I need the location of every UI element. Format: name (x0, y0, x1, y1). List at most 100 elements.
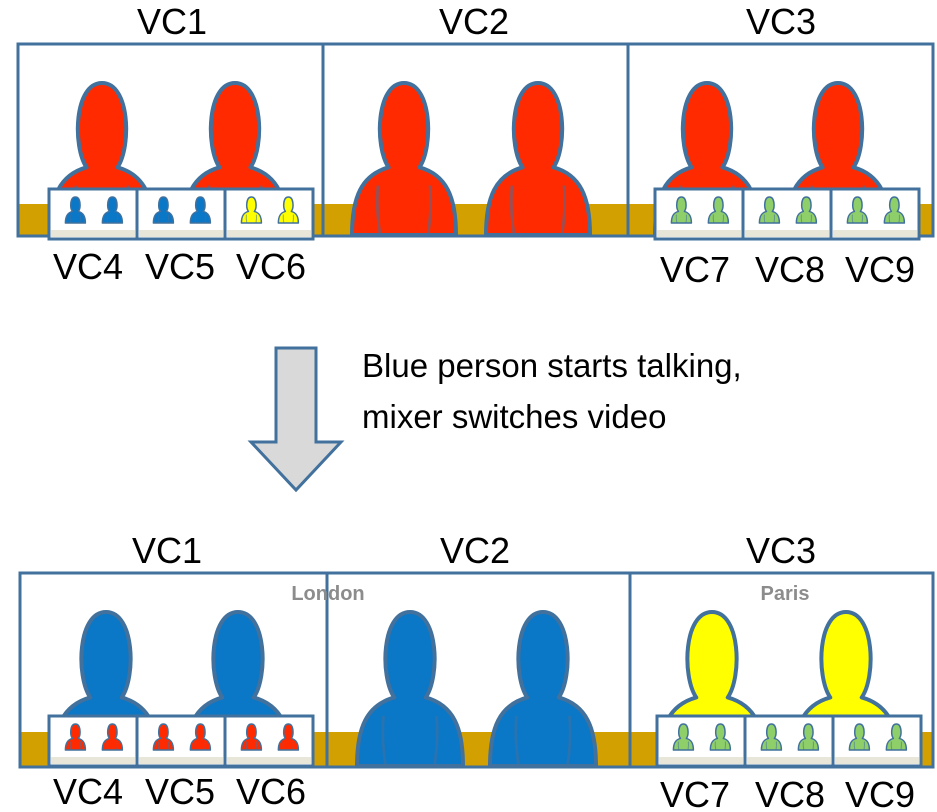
before-vc2-person-right (484, 81, 592, 237)
person-arm-line (282, 741, 285, 751)
after-vc2-person-right (488, 610, 598, 768)
after-state: VC1 VC2 VC3 London Paris VC4 VC5 VC6 (18, 530, 935, 812)
person-arm-line (565, 715, 572, 767)
person-arm-line (79, 741, 82, 751)
after-vc2-label: VC2 (440, 530, 510, 571)
after-vc5-label: VC5 (145, 771, 215, 812)
person-arm-line (675, 214, 678, 224)
person-arm-line (245, 214, 248, 224)
person-arm-line (898, 214, 901, 224)
person-arm-line (167, 741, 170, 751)
after-vc4-label: VC4 (53, 771, 123, 812)
person-arm-line (677, 741, 680, 751)
thumbnail-table (51, 757, 135, 764)
after-vc1-thumbnails (47, 714, 315, 768)
thumbnail-table (745, 230, 829, 237)
before-vc2-label: VC2 (439, 1, 509, 42)
thumbnail-table (227, 230, 311, 237)
before-vc9-label: VC9 (845, 249, 915, 290)
person-arm-line (194, 741, 197, 751)
person-arm-line (194, 214, 197, 224)
person-arm-line (69, 214, 72, 224)
person-arm-line (851, 214, 854, 224)
person-arm-line (812, 741, 815, 751)
person-arm-line (255, 741, 258, 751)
after-vc6-label: VC6 (236, 771, 306, 812)
person-arm-line (687, 741, 690, 751)
person-arm-line (106, 214, 109, 224)
person-arm-line (375, 185, 382, 236)
person-arm-line (888, 214, 891, 224)
before-vc7-label: VC7 (660, 249, 730, 290)
person-arm-line (79, 214, 82, 224)
person-arm-line (560, 185, 567, 236)
person-arm-line (292, 214, 295, 224)
before-vc1-label: VC1 (137, 1, 207, 42)
person-icon (484, 81, 592, 237)
person-arm-line (116, 214, 119, 224)
thumbnail-table (657, 230, 741, 237)
person-arm-line (69, 741, 72, 751)
person-icon (350, 81, 458, 237)
after-vc8-label: VC8 (755, 774, 825, 812)
after-vc9-label: VC9 (845, 774, 915, 812)
thumbnail-table (139, 757, 223, 764)
thumbnail-table (833, 230, 917, 237)
person-arm-line (381, 715, 388, 767)
before-screen-vc1 (16, 42, 325, 241)
before-vc1-thumbnails (47, 187, 315, 241)
before-vc5-label: VC5 (145, 246, 215, 287)
person-arm-line (204, 214, 207, 224)
person-arm-line (426, 185, 433, 236)
person-arm-line (255, 214, 258, 224)
before-state: VC1 VC2 VC3 VC4 VC5 VC6 VC7 VC8 VC9 (16, 1, 935, 290)
after-vc3-thumbnails (655, 714, 923, 768)
after-vc7-label: VC7 (660, 774, 730, 812)
caption-line-2: mixer switches video (362, 398, 666, 435)
person-arm-line (282, 214, 285, 224)
before-vc2-person-left (350, 81, 458, 237)
person-arm-line (765, 741, 768, 751)
person-arm-line (292, 741, 295, 751)
person-arm-line (157, 214, 160, 224)
after-screen-vc2 (325, 571, 632, 769)
after-london-label: London (291, 583, 364, 605)
person-arm-line (724, 741, 727, 751)
person-arm-line (714, 741, 717, 751)
person-arm-line (204, 741, 207, 751)
after-paris-label: Paris (761, 583, 810, 605)
person-arm-line (861, 214, 864, 224)
person-arm-line (775, 741, 778, 751)
after-screen-vc3 (628, 571, 935, 769)
person-arm-line (685, 214, 688, 224)
before-vc8-label: VC8 (755, 249, 825, 290)
person-arm-line (514, 715, 521, 767)
thumbnail-table (659, 757, 743, 764)
after-vc2-person-left (355, 610, 465, 768)
person-arm-line (763, 214, 766, 224)
person-arm-line (810, 214, 813, 224)
before-vc4-label: VC4 (53, 246, 123, 287)
before-vc6-label: VC6 (236, 246, 306, 287)
person-icon (488, 610, 598, 768)
after-screen-vc1 (18, 571, 329, 769)
person-arm-line (167, 214, 170, 224)
person-arm-line (509, 185, 516, 236)
person-arm-line (712, 214, 715, 224)
person-arm-line (863, 741, 866, 751)
thumbnail-table (51, 230, 135, 237)
before-vc3-thumbnails (653, 187, 921, 241)
person-arm-line (773, 214, 776, 224)
person-arm-line (800, 214, 803, 224)
person-arm-line (432, 715, 439, 767)
thumbnail-table (835, 757, 919, 764)
thumbnail-table (227, 757, 311, 764)
person-arm-line (890, 741, 893, 751)
after-vc1-label: VC1 (132, 530, 202, 571)
before-screen-vc3 (626, 42, 935, 241)
person-arm-line (802, 741, 805, 751)
after-vc3-label: VC3 (746, 530, 816, 571)
before-screen-vc2 (321, 42, 630, 238)
person-arm-line (116, 741, 119, 751)
